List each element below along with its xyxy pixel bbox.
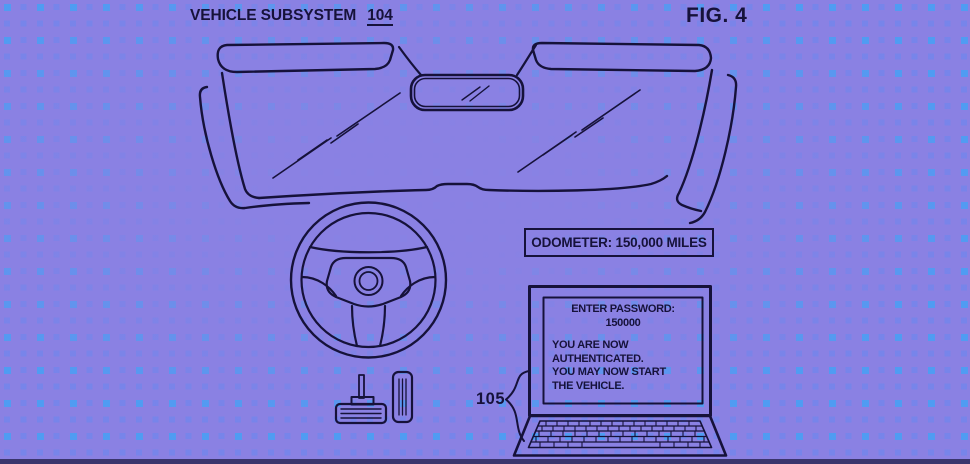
screen-line-password-value: 150000 bbox=[605, 316, 641, 329]
odometer-readout-box: ODOMETER: 150,000 MILES bbox=[524, 228, 714, 257]
headliner-dip-right bbox=[515, 43, 538, 77]
windshield-drawing bbox=[198, 41, 738, 225]
laptop-drawing bbox=[512, 285, 728, 457]
glass-reflection-left bbox=[272, 92, 401, 179]
brake-rod bbox=[358, 374, 365, 399]
screen-line-authenticated-1: YOU ARE NOW bbox=[552, 339, 629, 351]
brake-pedal-icon bbox=[334, 402, 388, 425]
wheel-left-spoke bbox=[300, 275, 338, 298]
keyboard-keys-row2 bbox=[541, 425, 697, 432]
wheel-top-chord bbox=[308, 245, 429, 254]
wheel-hub bbox=[325, 256, 412, 308]
horn-button-outer bbox=[353, 266, 384, 296]
rearview-mirror-inner bbox=[413, 77, 521, 108]
wheel-outer-rim bbox=[289, 201, 448, 359]
screen-line-start-vehicle-1: YOU MAY NOW START bbox=[552, 366, 666, 378]
wheel-lower-spoke bbox=[350, 304, 387, 348]
left-a-pillar bbox=[198, 85, 311, 210]
windshield-right-edge bbox=[675, 68, 714, 213]
keyboard-row-lines bbox=[531, 425, 710, 443]
keyboard-keys-row3 bbox=[538, 430, 696, 438]
reference-number-104: 104 bbox=[367, 7, 393, 26]
left-sun-visor-icon bbox=[216, 41, 395, 74]
brake-pedal-ridges bbox=[340, 408, 382, 419]
figure-title-text: VEHICLE SUBSYSTEM bbox=[190, 7, 357, 24]
figure-number-label: FIG. 4 bbox=[686, 4, 748, 27]
accelerator-ridges bbox=[398, 378, 407, 416]
screen-text-spacer bbox=[543, 330, 703, 339]
headliner-dip-left bbox=[397, 45, 423, 77]
keyboard-spacebar-row bbox=[539, 441, 701, 449]
callout-brace-icon bbox=[505, 370, 530, 442]
reference-number-105: 105 bbox=[476, 390, 506, 408]
steering-wheel-drawing bbox=[289, 201, 448, 359]
windshield-bottom-edge bbox=[257, 174, 669, 200]
right-sun-visor-icon bbox=[531, 41, 713, 73]
right-a-pillar bbox=[688, 73, 738, 225]
laptop-base bbox=[512, 414, 728, 457]
laptop-screen bbox=[542, 296, 704, 405]
keyboard-outline bbox=[527, 420, 713, 449]
screen-line-authenticated-2: AUTHENTICATED. bbox=[552, 352, 644, 365]
accelerator-pedal-icon bbox=[391, 370, 414, 424]
wheel-right-spoke bbox=[399, 275, 437, 298]
glass-reflection-right bbox=[517, 89, 641, 173]
mirror-reflection-lines bbox=[461, 85, 490, 102]
laptop-screen-text: ENTER PASSWORD: 150000 YOU ARE NOW AUTHE… bbox=[543, 297, 703, 404]
rearview-mirror-icon bbox=[409, 73, 525, 112]
windshield-left-edge bbox=[220, 71, 261, 200]
keyboard-keys-row1 bbox=[545, 420, 690, 427]
screen-line-enter-password: ENTER PASSWORD: bbox=[571, 303, 675, 315]
wheel-inner-rim bbox=[300, 211, 437, 349]
horn-button-inner bbox=[358, 271, 379, 291]
figure-title: VEHICLE SUBSYSTEM 104 bbox=[190, 7, 393, 26]
bottom-edge-bar bbox=[0, 459, 970, 464]
screen-line-start-vehicle-2: THE VEHICLE. bbox=[552, 379, 625, 392]
keyboard-keys-row4 bbox=[535, 435, 705, 443]
pedals-drawing bbox=[334, 370, 414, 425]
